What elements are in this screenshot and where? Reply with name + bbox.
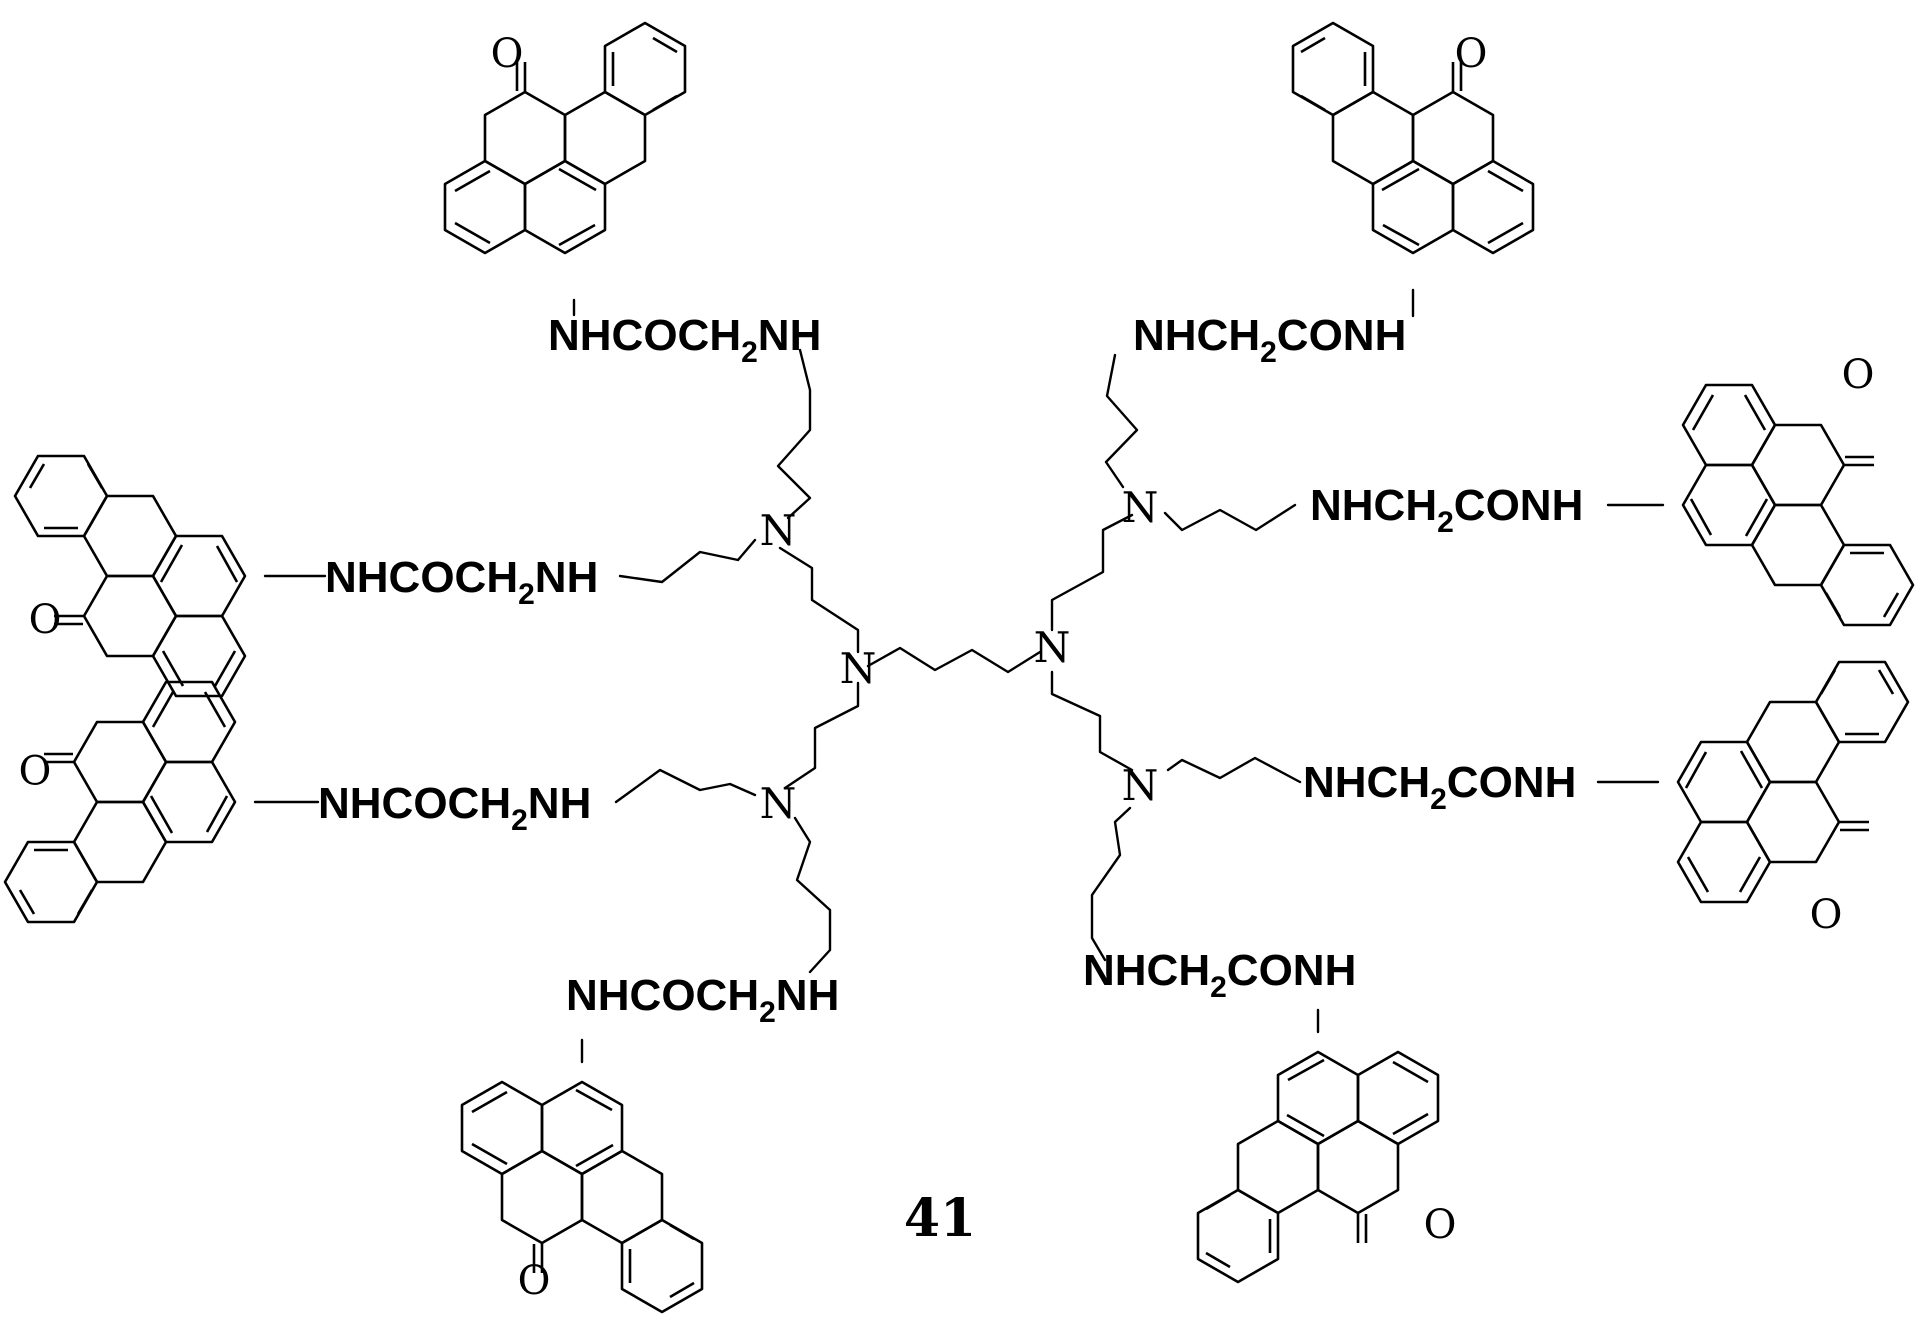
arm-label-lr-right: NHCH2CONH xyxy=(1303,758,1576,816)
n-atom-lower-left: N xyxy=(760,779,797,828)
arm-label-ur-right: NHCH2CONH xyxy=(1310,481,1583,539)
arm-label-ur-top: NHCH2CONH xyxy=(1133,311,1406,369)
chain-core-left-to-upper-node xyxy=(778,546,860,654)
n-atom-core-left: N xyxy=(840,644,877,693)
chain-to-arm-ll-left xyxy=(614,768,757,804)
arm-label-ll-left: NHCOCH2NH xyxy=(318,779,591,837)
chain-to-arm-ul-left xyxy=(618,538,757,584)
arm-label-lr-bottom: NHCH2CONH xyxy=(1083,946,1356,1004)
arm-labels: NHCOCH2NH NHCOCH2NH NHCOCH2NH NHCOCH2NH … xyxy=(318,311,1583,1029)
carbonyl-oxygen-lr-right: O xyxy=(1810,892,1843,938)
n-atom-upper-right: N xyxy=(1122,483,1159,532)
compound-number: 41 xyxy=(904,1188,976,1249)
carbonyl-labels: O O O xyxy=(1424,352,1875,1248)
benzanthrone-ur-right xyxy=(1681,383,1915,627)
benzanthrone-units: O O O O O xyxy=(3,21,1915,1314)
carbonyl-oxygen: O xyxy=(1455,31,1488,77)
arm-label-ll-bottom: NHCOCH2NH xyxy=(566,971,839,1029)
chain-to-arm-ll-bottom xyxy=(793,816,832,974)
nitrogen-atoms: N N N N N N xyxy=(760,483,1159,828)
benzanthrone-ur-top: O xyxy=(1291,21,1535,255)
central-butyl-chain xyxy=(866,646,1042,674)
n-atom-lower-right: N xyxy=(1122,761,1159,810)
carbonyl-oxygen: O xyxy=(491,31,524,77)
benzanthrone-lr-right xyxy=(1676,660,1910,904)
chain-to-arm-ur-right xyxy=(1163,503,1297,532)
chain-core-right-to-upper-node xyxy=(1050,513,1134,632)
benzanthrone-ll-bottom: O xyxy=(460,1080,704,1314)
polyamine-skeleton xyxy=(253,288,1665,1064)
benzanthrone-lr-bottom xyxy=(1196,1050,1440,1284)
n-atom-upper-left: N xyxy=(760,506,797,555)
arm-label-ul-top: NHCOCH2NH xyxy=(548,311,821,369)
chain-core-right-to-lower-node xyxy=(1050,670,1134,772)
n-atom-core-right: N xyxy=(1034,623,1071,672)
benzanthrone-ul-top: O xyxy=(443,21,687,255)
benzanthrone-ul-left: O xyxy=(13,454,247,698)
carbonyl-oxygen: O xyxy=(29,597,62,643)
benzanthrone-ll-left: O xyxy=(3,680,237,924)
chain-to-arm-lr-bottom xyxy=(1090,806,1132,962)
arm-label-ul-left: NHCOCH2NH xyxy=(325,553,598,611)
carbonyl-oxygen: O xyxy=(19,745,52,791)
chain-to-arm-lr-right xyxy=(1166,756,1302,784)
carbonyl-oxygen-ur-right: O xyxy=(1842,352,1875,398)
carbonyl-oxygen: O xyxy=(518,1258,551,1304)
chain-to-arm-ur-top xyxy=(1104,353,1139,489)
carbonyl-oxygen-lr-bottom: O xyxy=(1424,1202,1457,1248)
chain-to-arm-ul-top xyxy=(776,348,812,520)
chain-core-left-to-lower-node xyxy=(783,681,860,790)
